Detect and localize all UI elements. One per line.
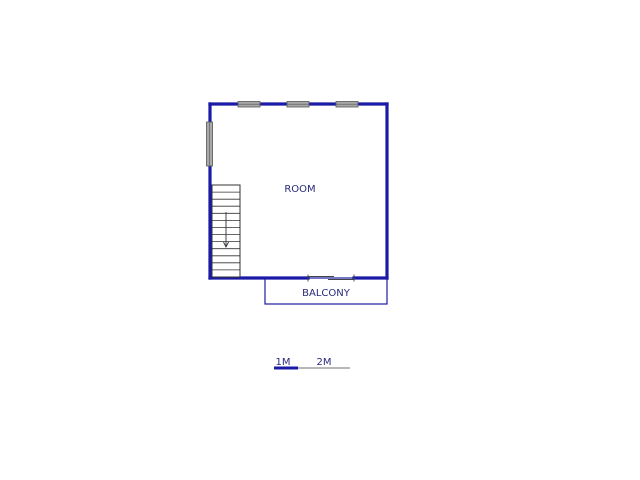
window-icon <box>335 101 359 108</box>
stair-arrow-head <box>223 241 229 249</box>
balcony-outline <box>264 277 388 305</box>
window-icon <box>206 121 213 167</box>
scale-bar: 1M 2M <box>274 357 350 370</box>
staircase-icon <box>211 184 241 278</box>
scale-bar-label-1m: 1M <box>276 357 291 368</box>
room-label-balcony: BALCONY <box>302 288 351 299</box>
room-label-main: ROOM <box>284 184 315 195</box>
sliding-door-icon <box>307 274 355 282</box>
scale-bar-label-2m: 2M <box>317 357 332 368</box>
window-icon <box>237 101 261 108</box>
window-icon <box>286 101 310 108</box>
balcony-area <box>264 277 388 305</box>
